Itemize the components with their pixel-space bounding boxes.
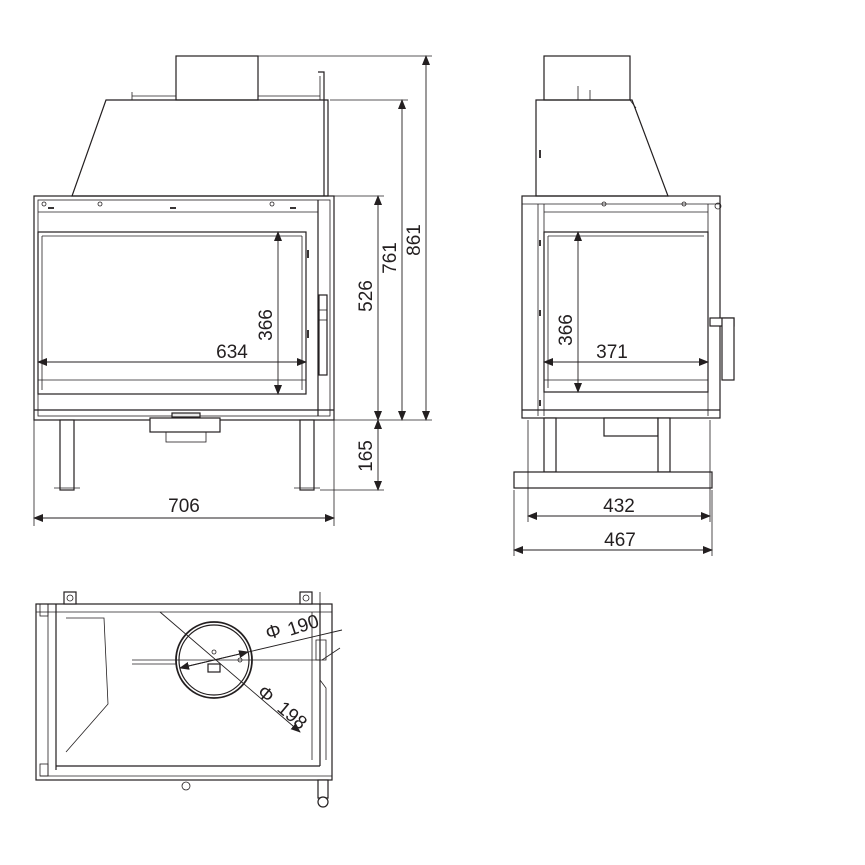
dim-front-height-mid: 761 <box>380 242 401 274</box>
side-ash-drawer <box>603 417 659 437</box>
dim-flue-outer-diameter-symbol: Φ <box>253 682 278 708</box>
front-door-handle <box>318 294 328 376</box>
dim-side-depth: 432 <box>603 496 635 517</box>
side-flue-collar <box>543 55 631 101</box>
front-flue-collar <box>175 55 259 101</box>
dim-front-width: 706 <box>168 496 200 517</box>
top-inner-side <box>65 617 109 753</box>
dim-front-height-total: 861 <box>404 224 425 256</box>
dim-front-opening-height: 366 <box>256 309 277 341</box>
front-ash-drawer <box>149 417 221 433</box>
front-hood <box>71 99 329 197</box>
dim-side-opening-width: 371 <box>596 342 628 363</box>
side-leg-back <box>657 417 671 473</box>
side-glass <box>543 231 709 393</box>
side-view: 366 371 432 467 <box>513 55 735 556</box>
side-hood <box>535 99 669 197</box>
front-view: 706 634 366 526 761 861 165 <box>33 55 432 526</box>
side-handle-grip <box>721 317 735 381</box>
dim-front-body-height: 526 <box>356 280 377 312</box>
front-leg-right <box>299 419 315 491</box>
dim-front-leg-height: 165 <box>356 440 377 472</box>
top-body <box>35 603 333 781</box>
side-base-plate <box>513 471 713 489</box>
dim-side-depth-total: 467 <box>604 530 636 551</box>
front-body <box>33 195 335 421</box>
dim-front-opening-width: 634 <box>216 342 248 363</box>
side-body <box>521 195 721 419</box>
dim-side-opening-height: 366 <box>556 314 577 346</box>
front-glass <box>37 231 307 395</box>
dim-flue-outer-diameter: 198 <box>273 698 311 734</box>
dim-flue-inner-diameter-symbol: Φ <box>263 620 284 645</box>
front-leg-left <box>59 419 75 491</box>
side-leg-front <box>543 417 557 473</box>
top-view: Φ 190 Φ 198 <box>35 591 343 808</box>
